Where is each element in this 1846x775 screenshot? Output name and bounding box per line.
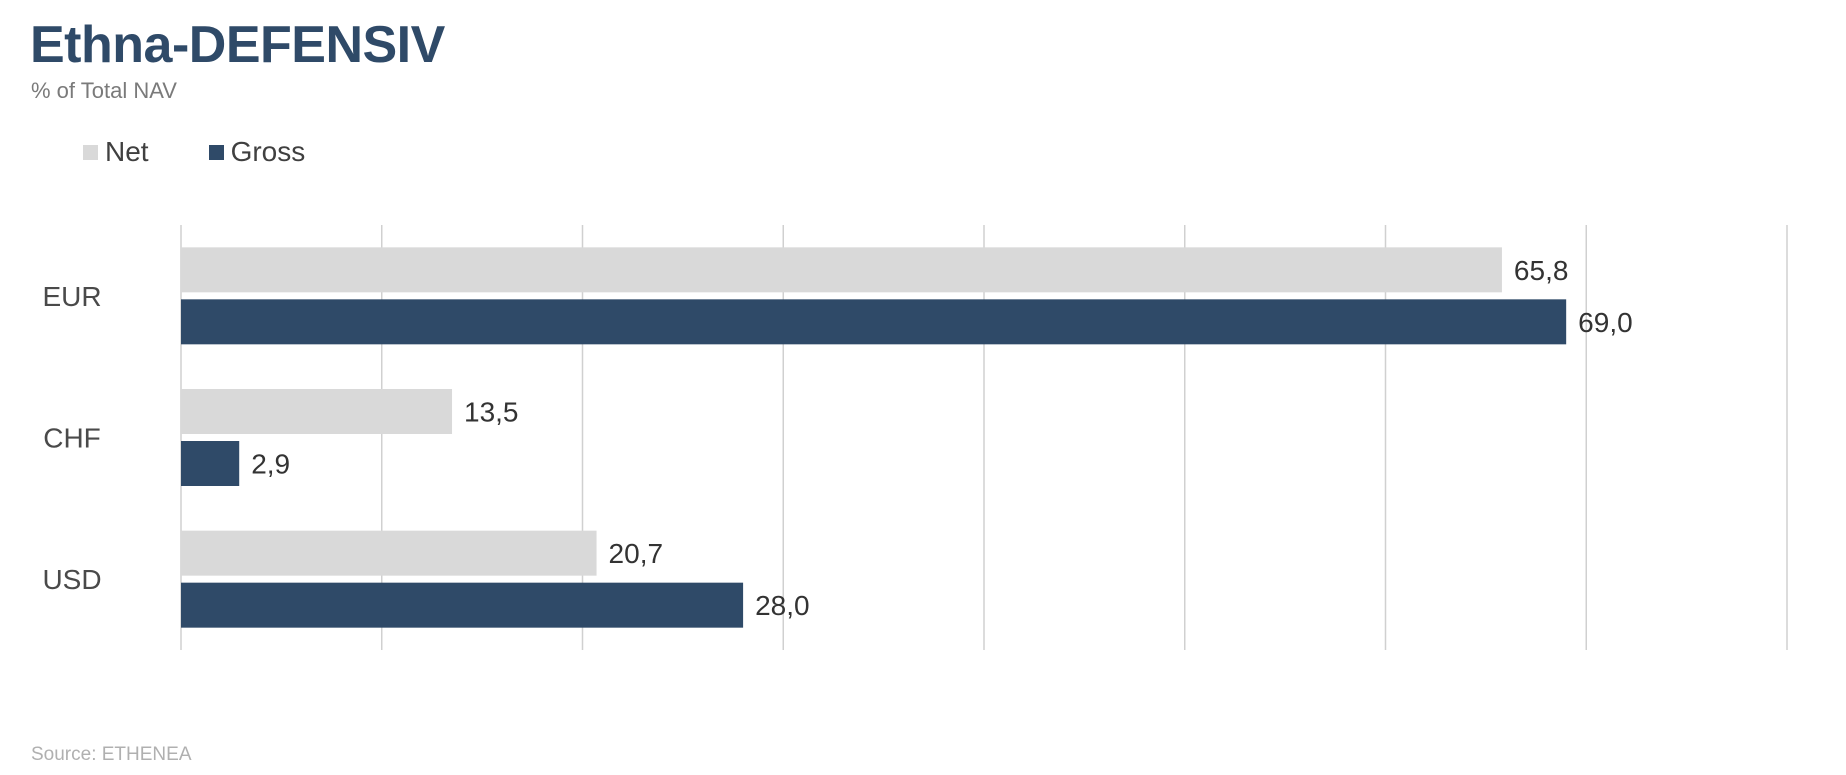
bar-gross [181,441,240,486]
category-label: CHF [43,423,101,454]
bar-gross [181,299,1567,345]
data-label: 13,5 [464,397,519,428]
data-label: 69,0 [1578,307,1633,338]
data-label: 20,7 [609,538,664,569]
page-title: Ethna-DEFENSIV [30,16,445,74]
category-label: EUR [42,281,101,312]
data-label: 2,9 [251,449,290,480]
category-label: USD [42,564,101,595]
legend-item-net: Net [83,136,149,168]
chart-subtitle: % of Total NAV [31,78,177,103]
bar-gross [181,582,744,628]
bar-net [181,247,1502,293]
data-label: 28,0 [755,590,810,621]
bar-net [181,530,597,576]
legend-label-gross: Gross [230,136,306,167]
data-label: 65,8 [1514,255,1569,286]
source-note: Source: ETHENEA [31,744,192,765]
legend-swatch-gross [208,144,224,160]
legend-label-net: Net [105,136,149,167]
bar-net [181,389,453,434]
legend-item-gross: Gross [208,136,306,168]
chart-legend: Net Gross [83,136,365,168]
legend-swatch-net [83,144,98,160]
